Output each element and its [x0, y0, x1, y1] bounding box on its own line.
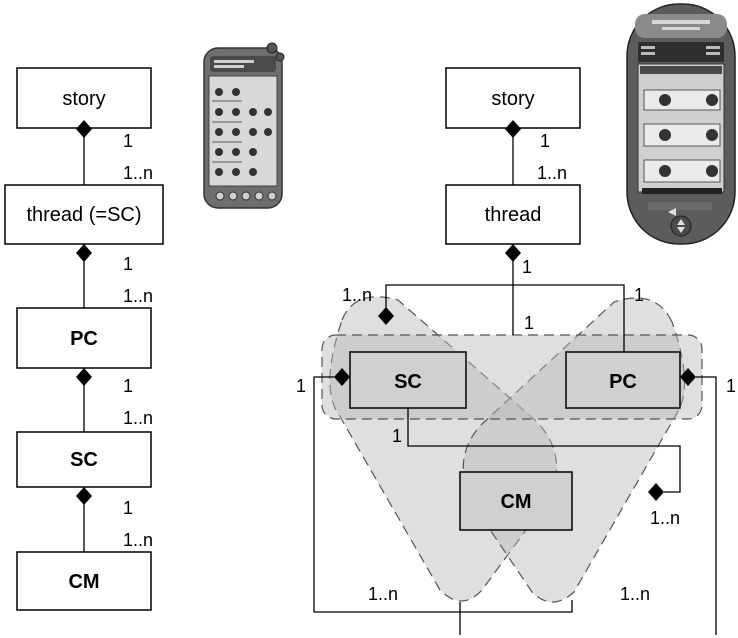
right-card-1n: 1..n	[342, 285, 372, 305]
right-pc-label: PC	[609, 371, 637, 393]
left-card-1: 1	[123, 498, 133, 518]
right-card-1: 1	[522, 257, 532, 277]
left-card-1n: 1..n	[123, 163, 153, 183]
right-card-1n: 1..n	[537, 163, 567, 183]
right-cm-diamond	[648, 483, 664, 501]
right-card-1n: 1..n	[620, 584, 650, 604]
right-card-1: 1	[540, 131, 550, 151]
left-card-1n: 1..n	[123, 408, 153, 428]
right-card-1: 1	[634, 285, 644, 305]
left-pc-label: PC	[70, 328, 98, 350]
right-cm-label: CM	[500, 491, 531, 513]
right-model: story 1 1..n thread SC PC CM	[296, 67, 736, 635]
media-player-image	[626, 3, 736, 245]
left-cm-box	[16, 551, 152, 611]
right-story-box	[445, 67, 581, 129]
right-card-1: 1	[392, 426, 402, 446]
right-sc-box	[349, 351, 467, 409]
right-thread-label: thread	[485, 204, 542, 226]
left-thread-diamond	[76, 244, 92, 262]
left-cm-label: CM	[68, 571, 99, 593]
left-sc-diamond	[76, 487, 92, 505]
left-story-diamond	[76, 120, 92, 138]
left-card-1n: 1..n	[123, 530, 153, 550]
left-pc-diamond	[76, 368, 92, 386]
right-card-1n: 1..n	[368, 584, 398, 604]
right-thread-box	[445, 184, 581, 245]
left-story-box	[16, 67, 152, 129]
left-sc-box	[16, 431, 152, 488]
left-sc-label: SC	[70, 449, 98, 471]
right-card-1: 1	[524, 313, 534, 333]
right-sc-diamond	[334, 368, 350, 386]
right-sc-label: SC	[394, 371, 422, 393]
right-card-1n: 1..n	[650, 508, 680, 528]
right-thread-sc-diamond	[378, 307, 394, 325]
left-card-1: 1	[123, 376, 133, 396]
right-pc-diamond	[680, 368, 696, 386]
right-story-diamond	[505, 120, 521, 138]
left-story-label: story	[62, 88, 105, 110]
right-story-label: story	[491, 88, 534, 110]
left-card-1n: 1..n	[123, 286, 153, 306]
left-pc-box	[16, 307, 152, 369]
left-model: story thread (=SC) PC SC CM 1 1..n 1 1..…	[4, 67, 164, 611]
right-pc-box	[565, 351, 681, 409]
right-card-1: 1	[296, 376, 306, 396]
right-card-1: 1	[726, 376, 736, 396]
left-card-1: 1	[123, 254, 133, 274]
left-thread-label: thread (=SC)	[26, 204, 141, 226]
left-card-1: 1	[123, 131, 133, 151]
handheld-device-image	[203, 42, 285, 209]
right-cm-box	[459, 471, 573, 531]
right-thread-diamond	[505, 244, 521, 262]
